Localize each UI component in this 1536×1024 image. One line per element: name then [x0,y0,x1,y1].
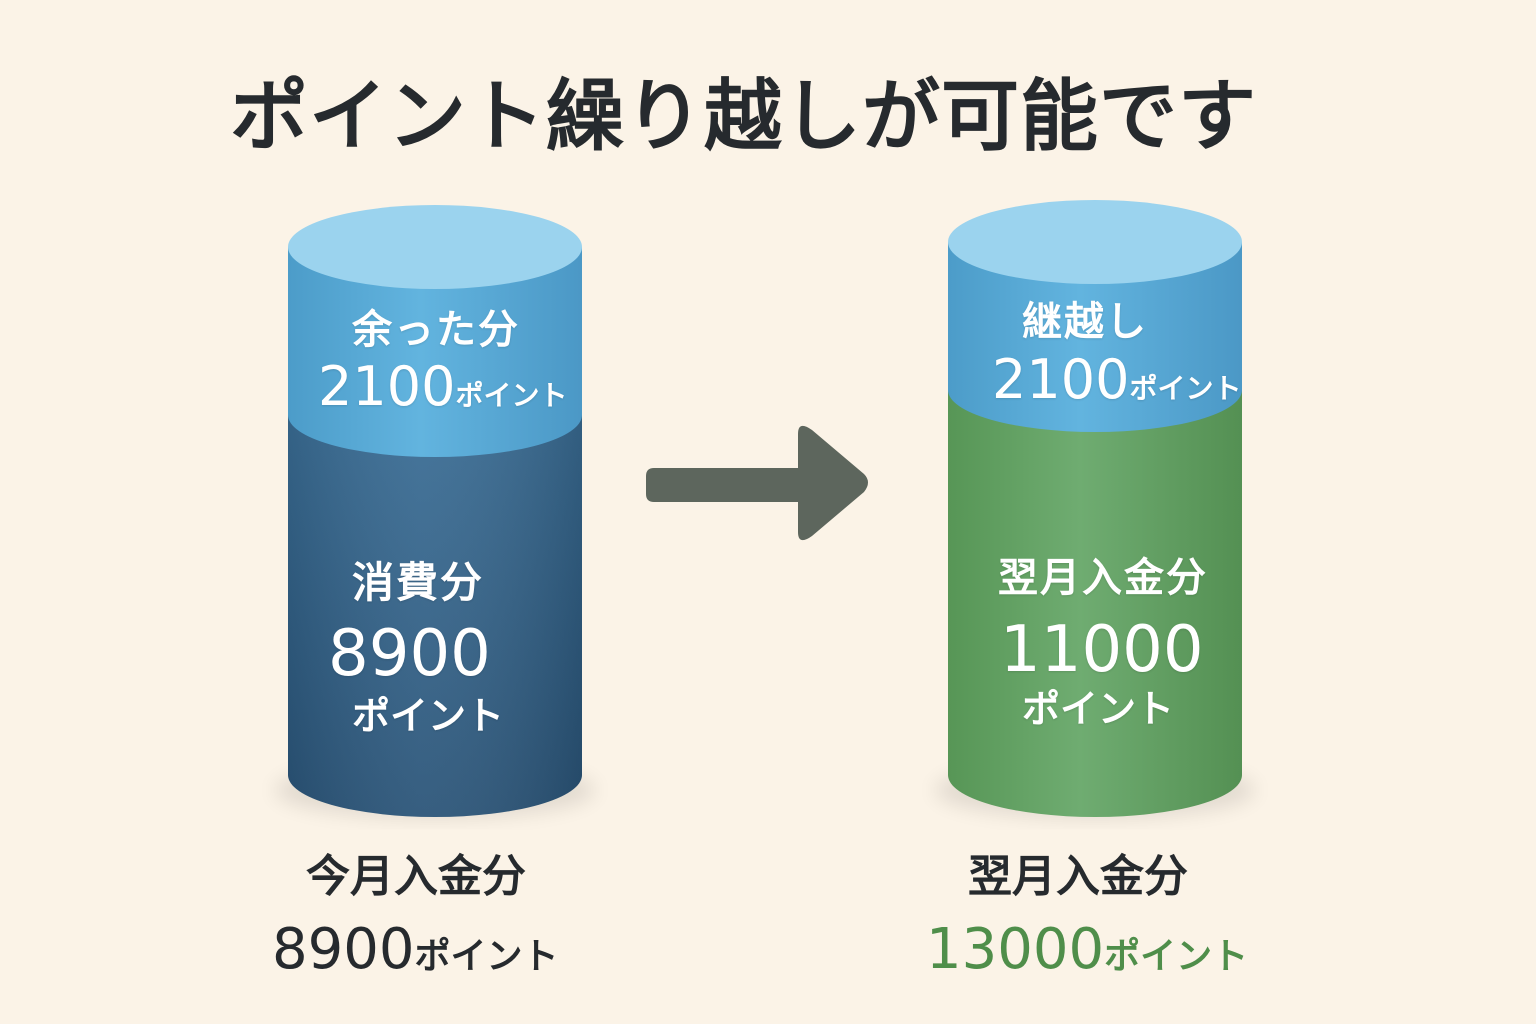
left-caption-label: 今月入金分 [306,851,526,902]
left-top-value-number: 2100 [318,355,456,418]
right-cylinder [935,200,1255,818]
left-top-label: 余った分 [352,307,520,353]
left-cylinder [275,205,595,818]
right-bottom-unit: ポイント [1022,687,1175,731]
left-caption-value: 8900ポイント [272,922,559,978]
right-caption-value: 13000ポイント [926,922,1248,978]
right-bottom-value: 11000 [1000,613,1204,687]
left-caption-number: 8900 [272,917,415,982]
right-caption-label: 翌月入金分 [968,851,1188,902]
right-top-label: 継越し [1022,299,1148,345]
right-caption-unit: ポイント [1104,936,1249,977]
right-arrow-icon [646,425,868,541]
right-top-value-unit: ポイント [1129,372,1242,405]
left-bottom-value: 8900 [328,617,491,691]
left-caption-unit: ポイント [414,936,559,977]
left-top-value-unit: ポイント [455,379,568,412]
left-bottom-label: 消費分 [352,558,485,607]
left-top-value: 2100ポイント [318,360,567,414]
right-bottom-label: 翌月入金分 [998,555,1208,601]
right-top-value: 2100ポイント [992,353,1241,407]
right-top-value-number: 2100 [992,348,1130,411]
left-bottom-unit: ポイント [352,694,505,738]
right-caption-number: 13000 [926,917,1105,982]
page-title: ポイント繰り越しが可能です [230,72,1258,162]
